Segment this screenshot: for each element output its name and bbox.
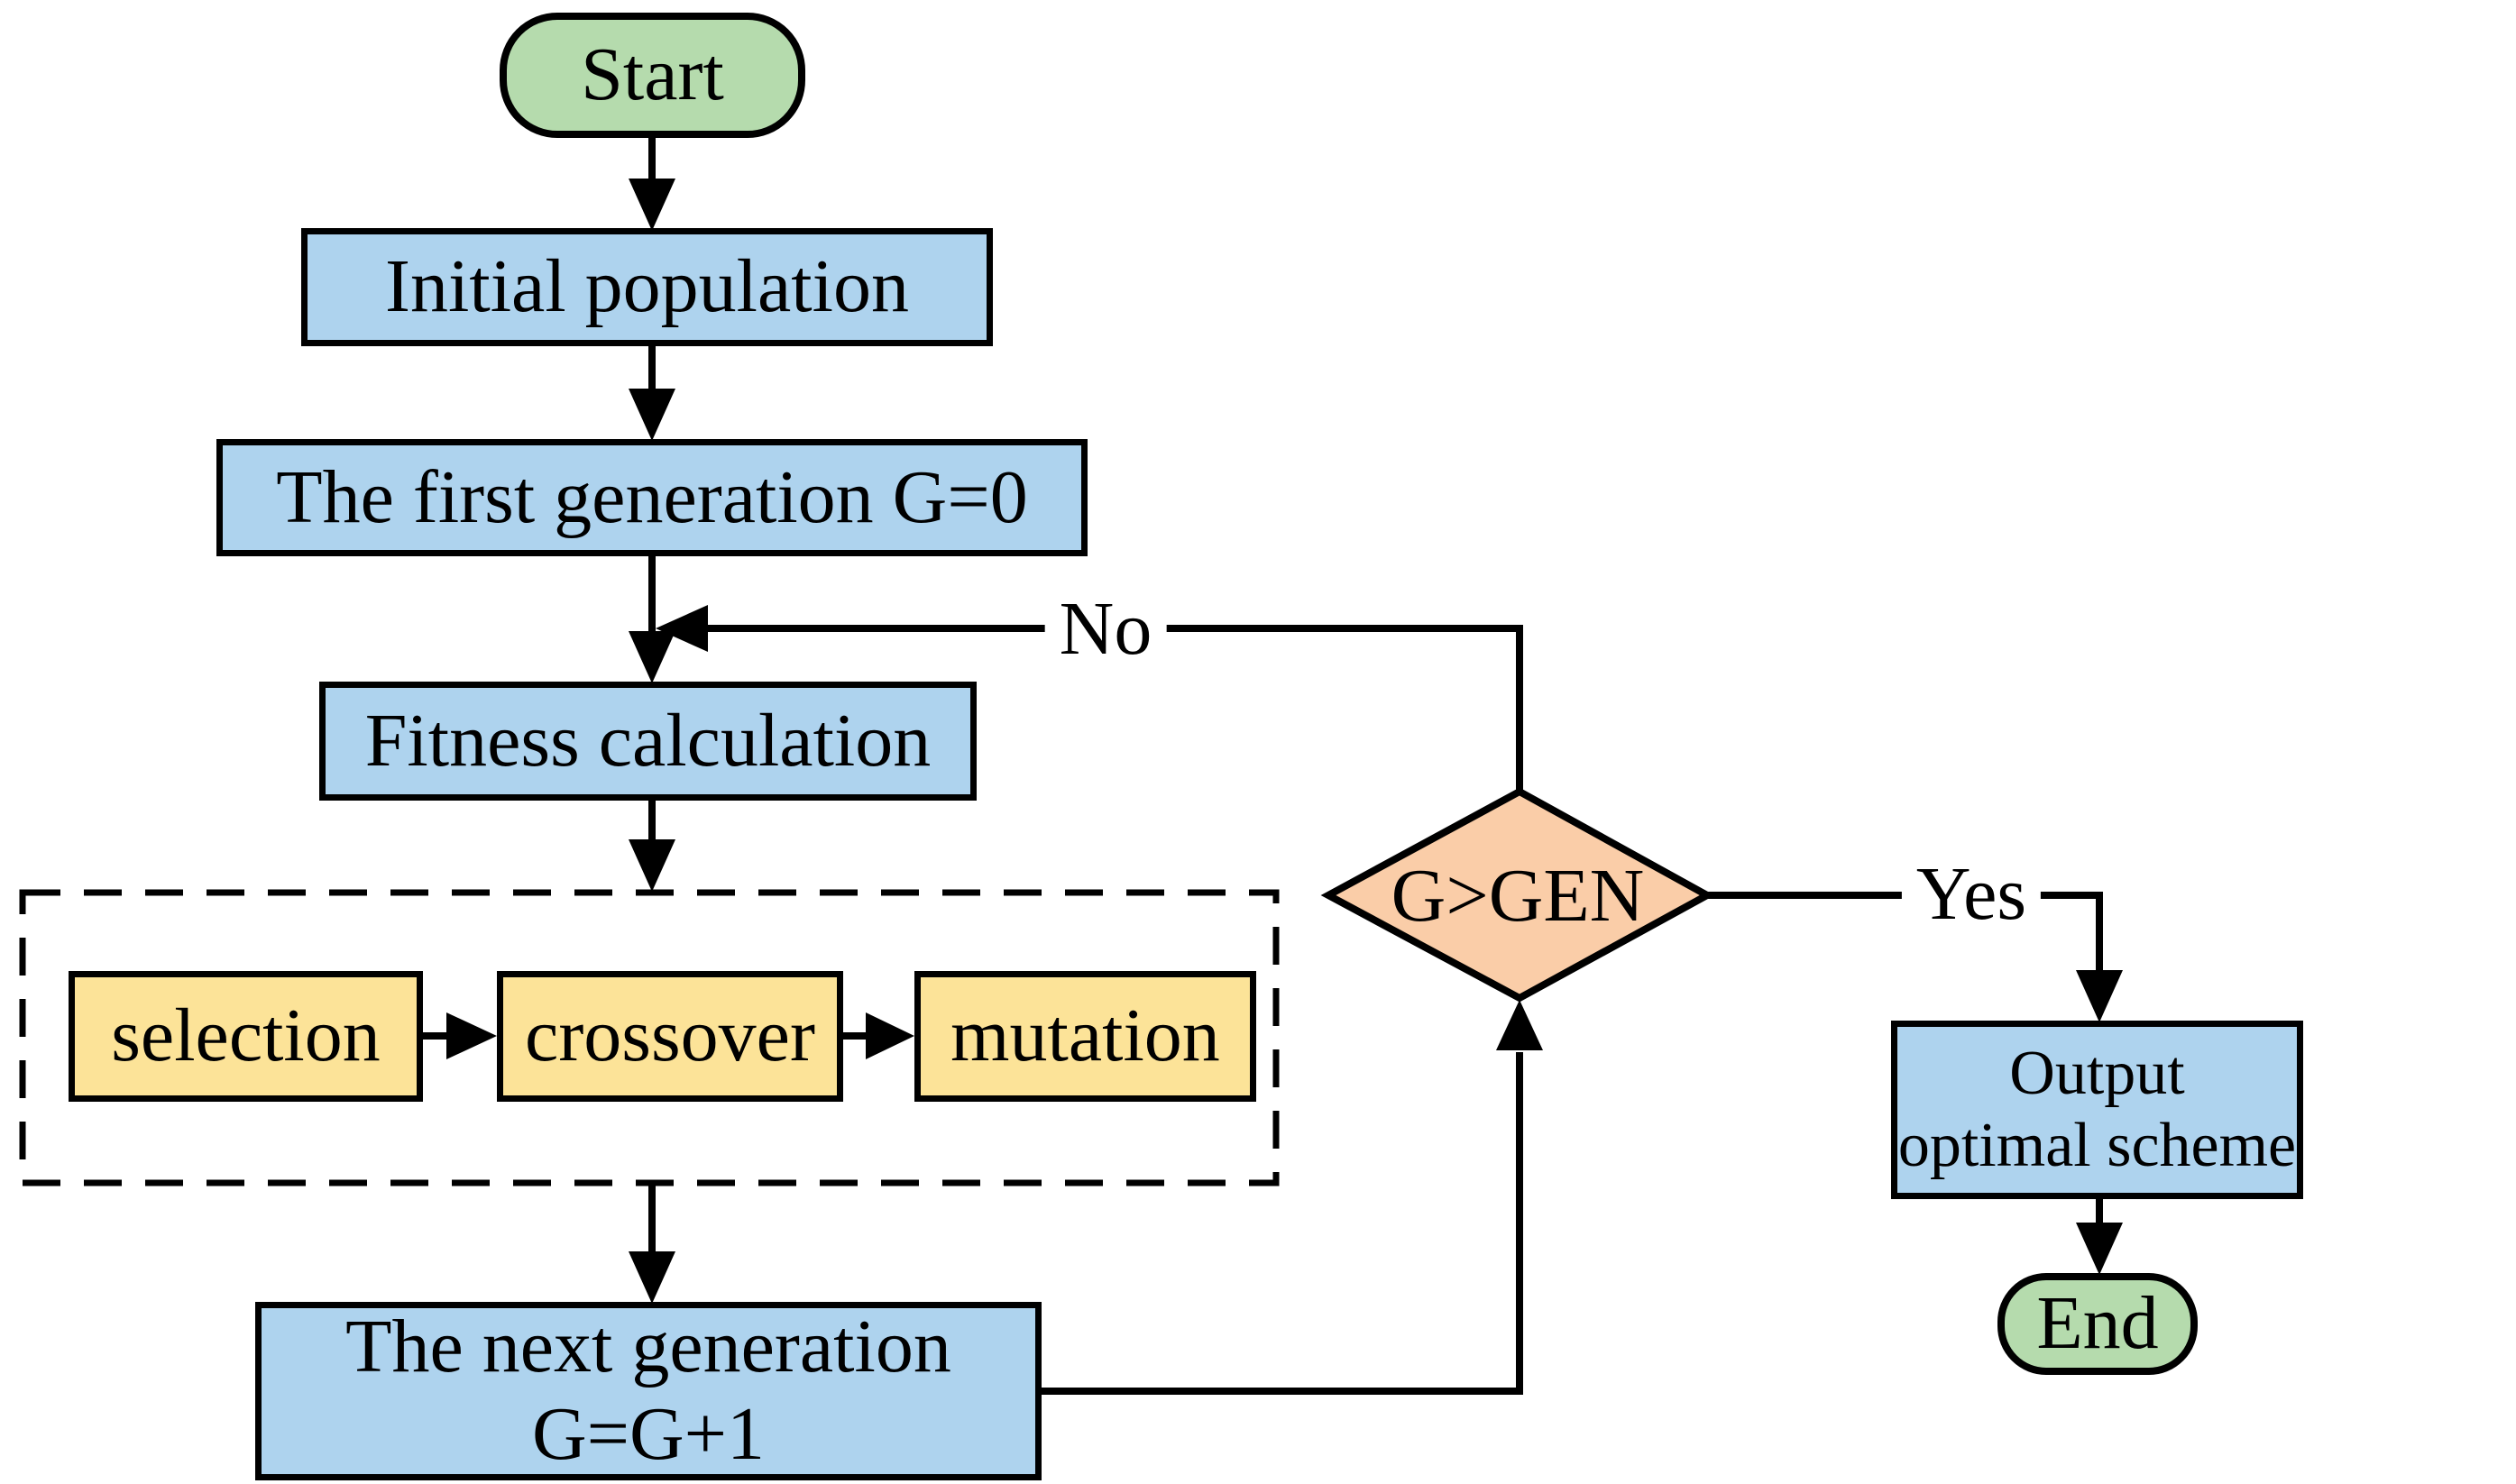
arrowhead-into-operators: [629, 839, 675, 892]
arrowhead-into-firstgen: [629, 389, 675, 441]
node-next-generation: The next generation G=G+1: [255, 1302, 1042, 1480]
edge-label-yes: Yes: [1901, 857, 2042, 932]
arrowhead-into-initial: [629, 179, 675, 231]
node-start: Start: [500, 13, 805, 138]
node-output-optimal-scheme: Output optimal scheme: [1891, 1021, 2303, 1199]
arrowhead-into-end: [2076, 1223, 2123, 1275]
arrowhead-no-junction: [656, 605, 708, 652]
edge-label-no: No: [1044, 591, 1167, 667]
connector-nextgen-to-decision: [1042, 1052, 1523, 1395]
connector-no-loop: [708, 625, 1523, 793]
node-fitness-calculation: Fitness calculation: [319, 682, 977, 801]
node-crossover: crossover: [497, 971, 843, 1102]
node-decision-diamond: [1320, 787, 1715, 1003]
connector-yes-branch: [1707, 892, 2103, 972]
arrowhead-into-crossover: [446, 1012, 497, 1059]
arrowhead-into-fitness: [629, 631, 675, 683]
node-initial-population: Initial population: [301, 228, 993, 346]
arrowhead-into-output: [2076, 970, 2123, 1022]
arrowhead-into-nextgen: [629, 1251, 675, 1304]
node-first-generation: The first generation G=0: [216, 439, 1088, 556]
arrowhead-into-decision: [1496, 1000, 1543, 1050]
node-mutation: mutation: [914, 971, 1256, 1102]
node-selection: selection: [69, 971, 423, 1102]
node-end: End: [1997, 1273, 2198, 1375]
decision-label: G>GEN: [1391, 853, 1645, 938]
arrowhead-into-mutation: [866, 1012, 914, 1059]
